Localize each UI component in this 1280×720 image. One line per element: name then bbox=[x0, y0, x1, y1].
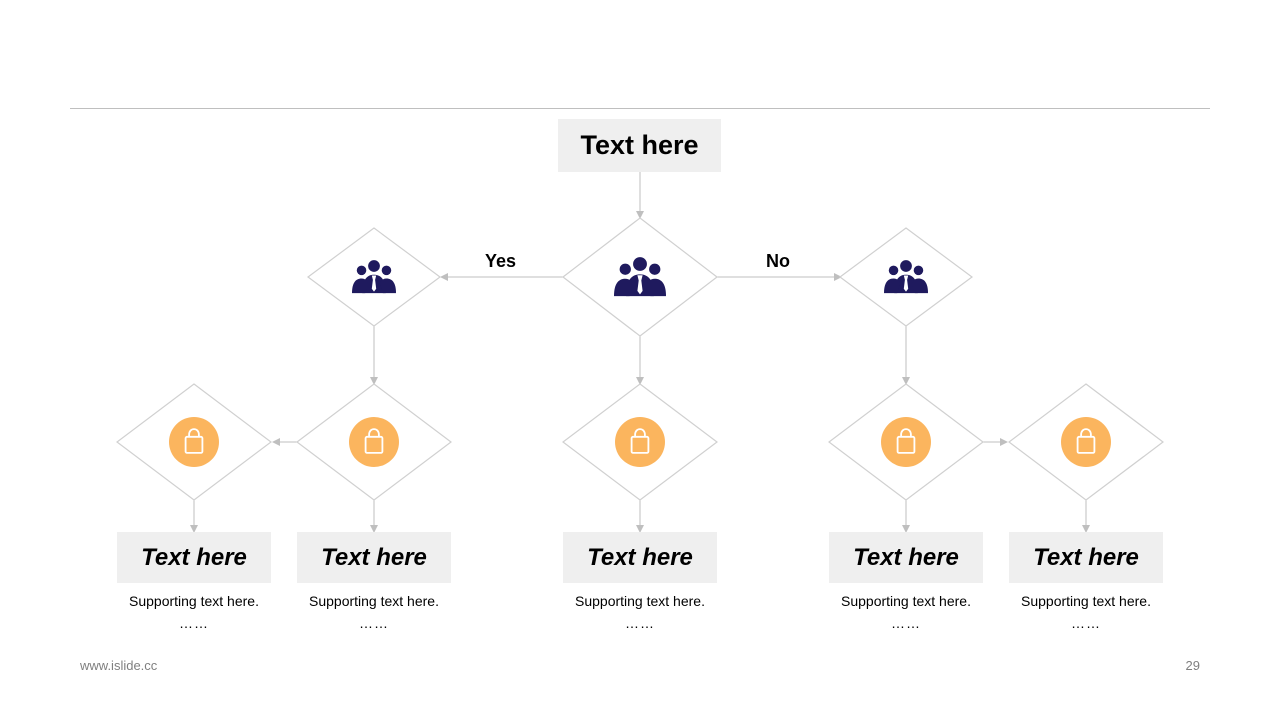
ellipsis-4: …… bbox=[891, 615, 921, 631]
ellipsis-3: …… bbox=[625, 615, 655, 631]
supporting-text-2: Supporting text here. bbox=[309, 593, 439, 609]
page-number: 29 bbox=[1185, 658, 1200, 673]
supporting-text-3: Supporting text here. bbox=[575, 593, 705, 609]
result-box-1: Text here bbox=[117, 532, 271, 583]
supporting-text-4: Supporting text here. bbox=[841, 593, 971, 609]
supporting-text-1: Supporting text here. bbox=[129, 593, 259, 609]
yes-label: Yes bbox=[485, 251, 517, 271]
ellipsis-2: …… bbox=[359, 615, 389, 631]
ellipsis-5: …… bbox=[1071, 615, 1101, 631]
decision-right bbox=[838, 227, 974, 327]
result-box-5: Text here bbox=[1009, 532, 1163, 583]
outcome-3 bbox=[562, 383, 718, 501]
outcome-2 bbox=[296, 383, 452, 501]
outcome-4 bbox=[828, 383, 984, 501]
ellipsis-1: …… bbox=[179, 615, 209, 631]
result-box-4: Text here bbox=[829, 532, 983, 583]
supporting-text-5: Supporting text here. bbox=[1021, 593, 1151, 609]
outcome-1 bbox=[116, 383, 272, 501]
footer-url: www.islide.cc bbox=[80, 658, 158, 673]
no-label: No bbox=[766, 251, 790, 271]
header-rule bbox=[70, 108, 1210, 109]
decision-left bbox=[306, 227, 442, 327]
top-text-box: Text here bbox=[558, 119, 721, 172]
result-box-3: Text here bbox=[563, 532, 717, 583]
result-box-2: Text here bbox=[297, 532, 451, 583]
decision-center bbox=[562, 217, 718, 337]
outcome-5 bbox=[1008, 383, 1164, 501]
